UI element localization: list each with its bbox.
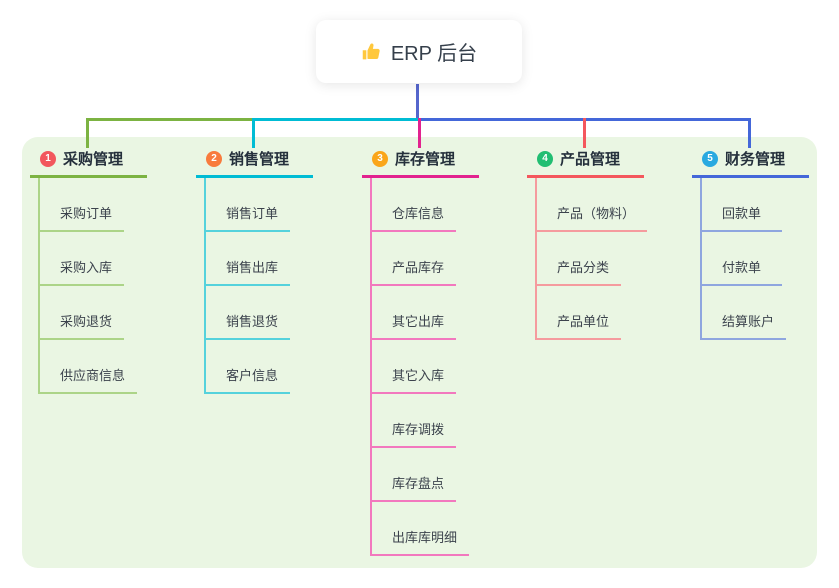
child-node[interactable]: 客户信息 [206, 340, 291, 394]
branch-children: 采购订单采购入库采购退货供应商信息 [38, 178, 180, 394]
child-node[interactable]: 采购退货 [40, 286, 125, 340]
branch-number-badge: 1 [40, 150, 56, 167]
connector-h-left [87, 118, 253, 121]
branch-number-badge: 5 [702, 150, 718, 167]
connector-drop-branch-4 [583, 118, 586, 148]
branch-label: 销售管理 [229, 151, 290, 168]
child-node[interactable]: 产品分类 [537, 232, 622, 286]
branch-label: 财务管理 [725, 151, 786, 168]
child-node[interactable]: 回款单 [702, 178, 782, 232]
child-node[interactable]: 产品（物料） [537, 178, 648, 232]
branch-number-badge: 4 [537, 150, 553, 167]
branch-number-badge: 2 [206, 150, 222, 167]
child-node[interactable]: 出库库明细 [372, 502, 470, 556]
branch-header-5[interactable]: 5 财务管理 [692, 146, 809, 178]
connector-drop-branch-1 [86, 118, 89, 148]
connector-drop-branch-3 [418, 118, 421, 148]
branch-label: 采购管理 [63, 151, 124, 168]
connector-h-middle [253, 118, 419, 121]
branch-header-4[interactable]: 4 产品管理 [527, 146, 644, 178]
branch-children: 销售订单销售出库销售退货客户信息 [204, 178, 346, 394]
branch-children: 仓库信息产品库存其它出库其它入库库存调拨库存盘点出库库明细 [370, 178, 512, 556]
branch-1: 1 采购管理采购订单采购入库采购退货供应商信息 [30, 146, 180, 394]
child-node[interactable]: 库存盘点 [372, 448, 457, 502]
child-node[interactable]: 销售订单 [206, 178, 291, 232]
mindmap-root-node[interactable]: ERP 后台 [316, 20, 522, 83]
branch-header-3[interactable]: 3 库存管理 [362, 146, 479, 178]
child-node[interactable]: 产品单位 [537, 286, 622, 340]
branch-3: 3 库存管理仓库信息产品库存其它出库其它入库库存调拨库存盘点出库库明细 [362, 146, 512, 556]
branch-number-badge: 3 [372, 150, 388, 167]
branch-children: 回款单付款单结算账户 [700, 178, 839, 340]
child-node[interactable]: 产品库存 [372, 232, 457, 286]
root-node-label: ERP 后台 [390, 43, 478, 65]
branch-label: 库存管理 [395, 151, 456, 168]
child-node[interactable]: 销售退货 [206, 286, 291, 340]
branch-2: 2 销售管理销售订单销售出库销售退货客户信息 [196, 146, 346, 394]
connector-drop-branch-5 [748, 118, 751, 148]
branch-label: 产品管理 [560, 151, 621, 168]
branch-4: 4 产品管理产品（物料）产品分类产品单位 [527, 146, 677, 340]
branch-children: 产品（物料）产品分类产品单位 [535, 178, 677, 340]
branch-5: 5 财务管理回款单付款单结算账户 [692, 146, 839, 340]
child-node[interactable]: 采购入库 [40, 232, 125, 286]
child-node[interactable]: 库存调拨 [372, 394, 457, 448]
connector-root-vertical [416, 84, 419, 121]
branch-header-2[interactable]: 2 销售管理 [196, 146, 313, 178]
thumbs-up-icon [361, 41, 382, 62]
child-node[interactable]: 结算账户 [702, 286, 787, 340]
connector-drop-branch-2 [252, 118, 255, 148]
child-node[interactable]: 其它出库 [372, 286, 457, 340]
child-node[interactable]: 仓库信息 [372, 178, 457, 232]
mindmap-canvas-panel [22, 137, 817, 568]
child-node[interactable]: 销售出库 [206, 232, 291, 286]
child-node[interactable]: 付款单 [702, 232, 782, 286]
child-node[interactable]: 其它入库 [372, 340, 457, 394]
branch-header-1[interactable]: 1 采购管理 [30, 146, 147, 178]
child-node[interactable]: 采购订单 [40, 178, 125, 232]
child-node[interactable]: 供应商信息 [40, 340, 138, 394]
